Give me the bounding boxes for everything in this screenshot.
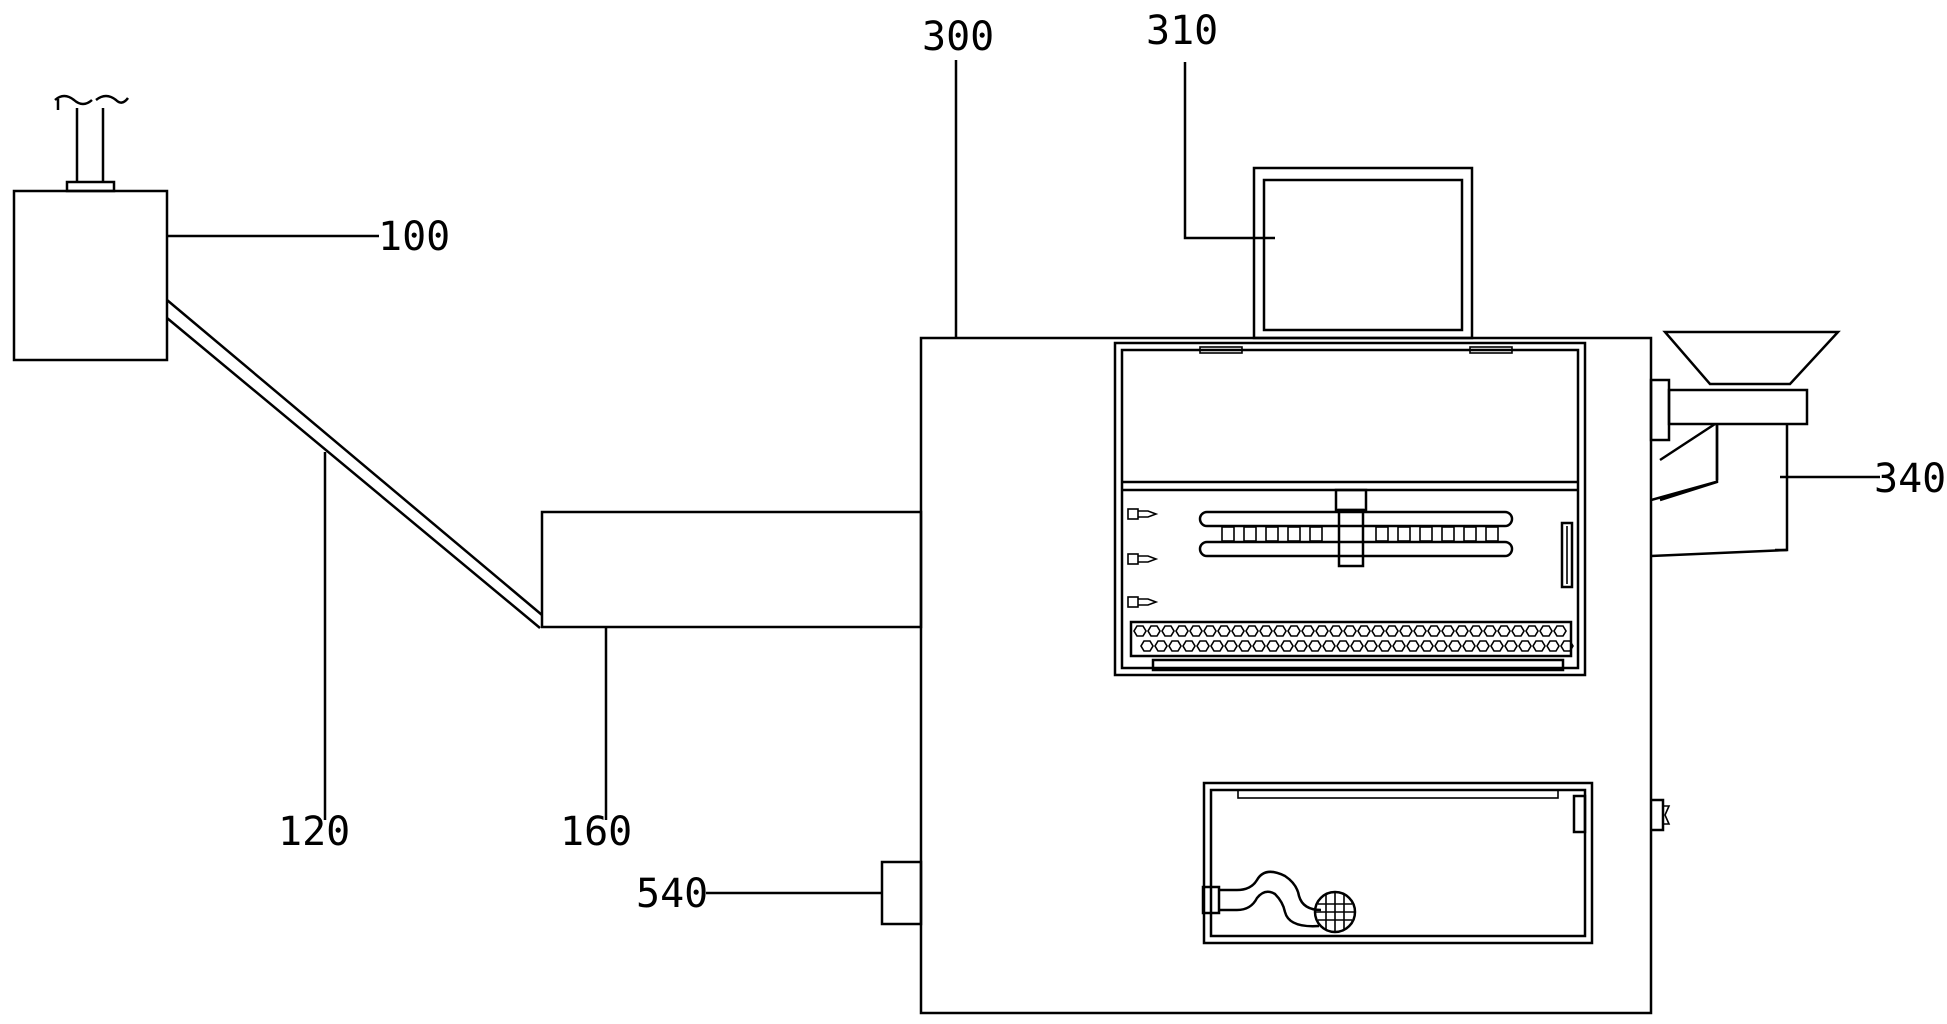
crushing-rollers: [1198, 488, 1514, 568]
label-100: 100: [378, 214, 450, 260]
spray-nozzles: [1127, 508, 1159, 608]
lower-chamber: [1201, 781, 1594, 945]
label-340: 340: [1874, 456, 1946, 502]
component-100: [12, 94, 169, 362]
label-300: 300: [922, 14, 994, 60]
component-310-screen: [1252, 166, 1474, 340]
label-120: 120: [278, 809, 350, 855]
component-120-pipe: [166, 299, 543, 629]
leader-lines: [167, 60, 1880, 895]
filter-screen: [1129, 620, 1574, 658]
component-340-hopper: [1649, 330, 1841, 558]
component-540-outlet: [880, 860, 923, 926]
main-housing-300: [919, 336, 1671, 1015]
label-310: 310: [1146, 8, 1218, 54]
component-160: [540, 510, 923, 629]
label-540: 540: [636, 871, 708, 917]
label-160: 160: [560, 809, 632, 855]
